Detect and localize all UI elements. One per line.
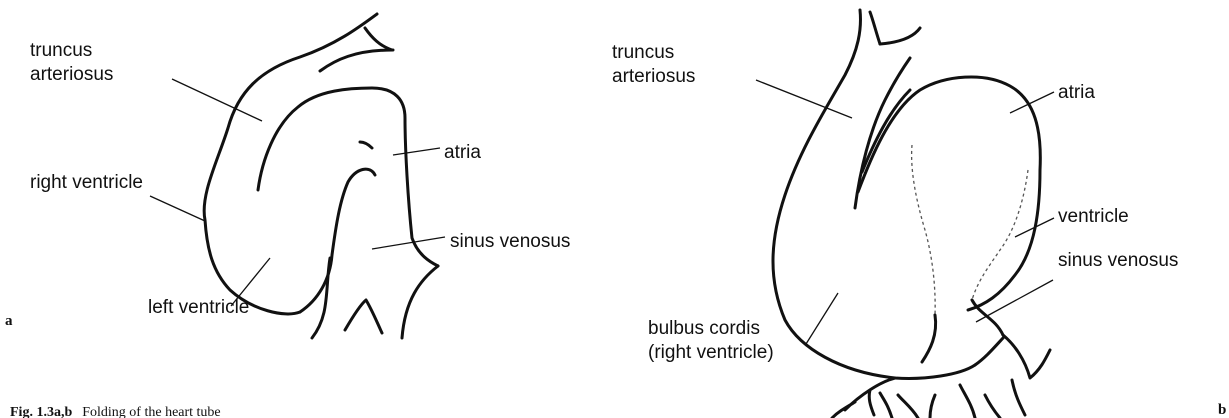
- panel-b-letter: b: [1218, 402, 1226, 418]
- panel-b-label-truncus-2: arteriosus: [612, 66, 695, 87]
- panel-a-vessel-branch: [365, 28, 392, 50]
- panel-b-label-bulbus-1: bulbus cordis: [648, 318, 760, 339]
- figure-caption: Fig. 1.3a,b Folding of the heart tube: [10, 403, 221, 418]
- panel-b-sinus-left: [922, 315, 936, 362]
- panel-a-letter: a: [5, 313, 13, 329]
- panel-a-leader-truncus: [172, 79, 262, 121]
- panel-a-sinus-right: [402, 266, 438, 338]
- panel-a-leader-atria: [393, 148, 440, 155]
- panel-a-diagram: truncus arteriosus right ventricle left …: [5, 14, 570, 338]
- panel-a-vessel-top: [320, 50, 393, 71]
- panel-b-sinus-right: [972, 300, 1003, 335]
- panel-b-label-bulbus-2: (right ventricle): [648, 342, 774, 363]
- panel-b-truncus-left-wall: [773, 10, 975, 378]
- panel-b-label-atria: atria: [1058, 82, 1095, 103]
- panel-a-label-sinus-venosus: sinus venosus: [450, 231, 570, 252]
- panel-b-vessel-fan-left: [832, 378, 895, 418]
- panel-a-sinus-fork: [345, 300, 382, 333]
- panel-b-bulbus-lower: [975, 338, 1003, 365]
- panel-a-label-atria: atria: [444, 142, 481, 163]
- panel-a-stub: [360, 142, 372, 148]
- panel-b-truncus-right-wall: [880, 28, 920, 44]
- panel-b-label-sinus-venosus: sinus venosus: [1058, 250, 1178, 271]
- panel-a-label-truncus-2: arteriosus: [30, 64, 113, 85]
- panel-b-vessel-fan-right: [960, 335, 1050, 418]
- panel-b-leader-bulbus: [806, 293, 838, 344]
- panel-b-dashed-septum-left: [912, 145, 936, 315]
- panel-b-vessel-fan-mid: [880, 393, 935, 418]
- panel-b-label-truncus-1: truncus: [612, 42, 674, 63]
- panel-a-outer-outline: [204, 14, 377, 314]
- panel-a-inner-curve: [258, 88, 438, 266]
- panel-b-truncus-branch: [870, 12, 880, 44]
- panel-b-label-ventricle: ventricle: [1058, 206, 1129, 227]
- figure-caption-number: Fig. 1.3a,b: [10, 405, 72, 418]
- panel-a-leader-right-ventricle: [150, 196, 205, 221]
- panel-a-loop-channel: [300, 169, 375, 312]
- panel-a-leader-sinus: [372, 237, 445, 249]
- figure-caption-text: Folding of the heart tube: [82, 405, 220, 418]
- panel-a-label-right-ventricle: right ventricle: [30, 172, 143, 193]
- panel-b-diagram: truncus arteriosus atria ventricle sinus…: [612, 10, 1226, 418]
- panel-a-label-left-ventricle: left ventricle: [148, 297, 249, 318]
- panel-a-label-truncus-1: truncus: [30, 40, 92, 61]
